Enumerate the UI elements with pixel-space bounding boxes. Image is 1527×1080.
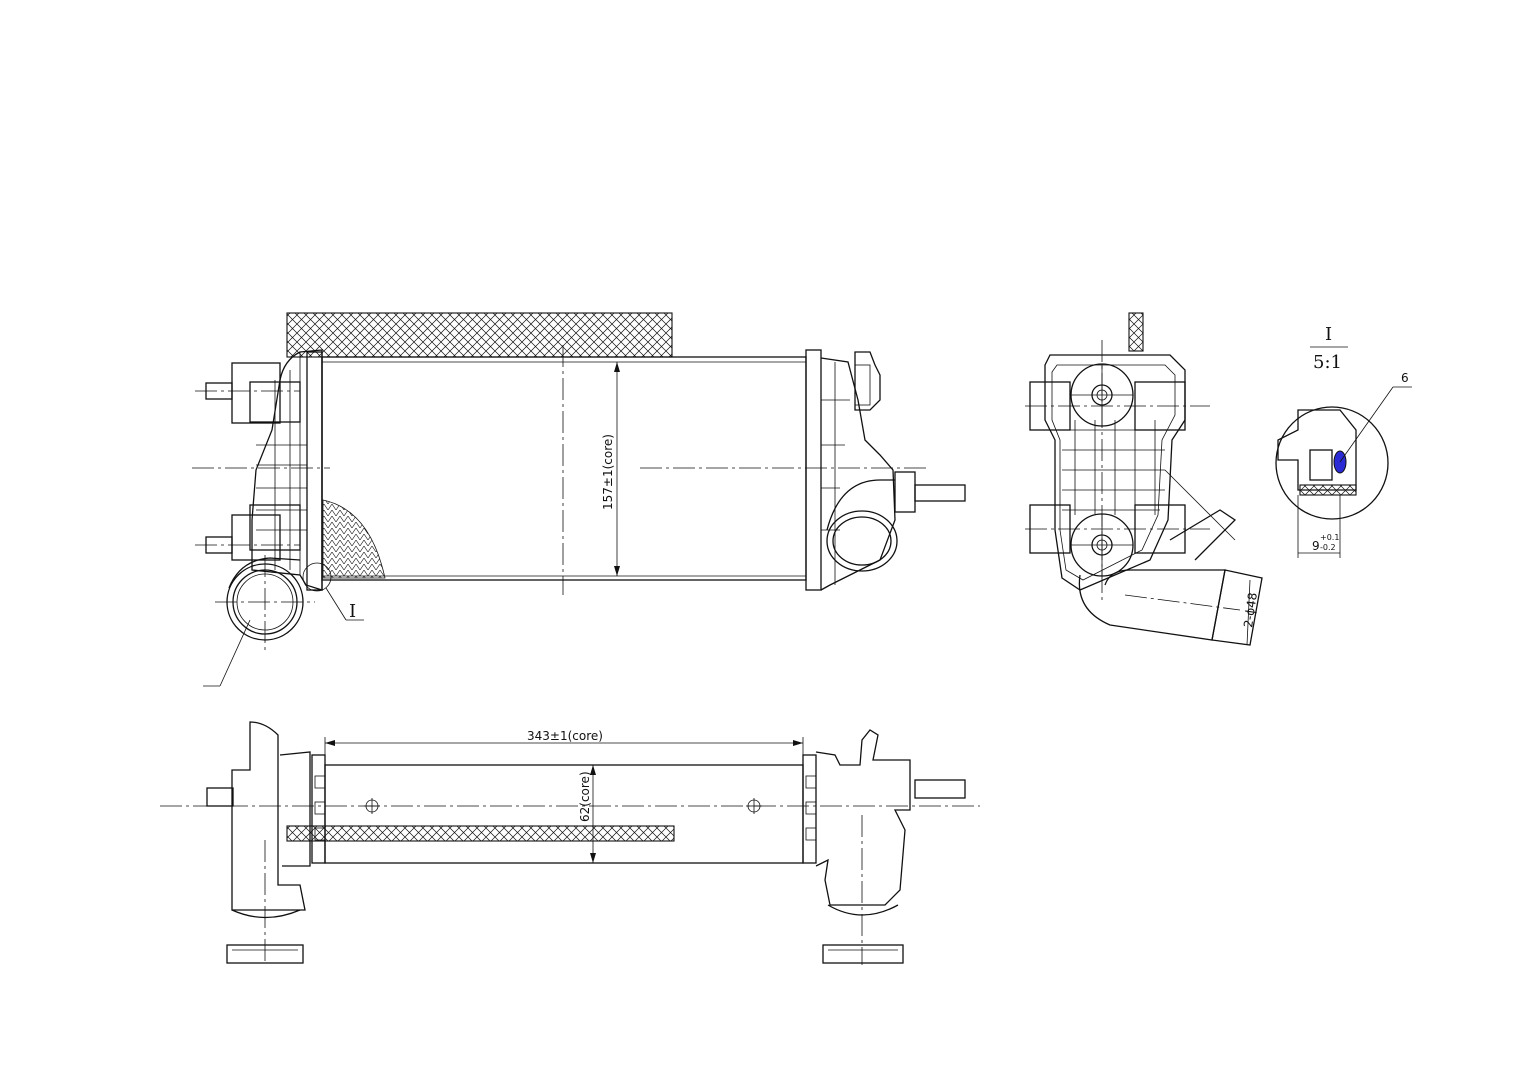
front-core — [321, 356, 807, 581]
front-fin-pattern — [322, 499, 386, 579]
front-right-tank — [820, 357, 896, 591]
bottom-hatched-strip — [286, 825, 675, 842]
detail-view: I 5:1 6 9 +0.1 -0.2 — [1275, 324, 1412, 558]
front-left-tank-ribs — [256, 370, 307, 570]
detail-callout-circle — [302, 562, 332, 592]
front-left-tank — [251, 349, 323, 591]
dim-seal-tol-lower: -0.2 — [1320, 543, 1336, 552]
dim-seal-width: 9 — [1312, 539, 1320, 553]
side-view-body — [1044, 354, 1186, 591]
dim-core-width: 343±1(core) — [527, 729, 603, 743]
dim-pipe-diameter: 2-ϕ48 — [1241, 592, 1260, 629]
item-number-label: 6 — [1401, 371, 1409, 385]
dim-core-height: 157±1(core) — [601, 434, 615, 510]
detail-circle — [1275, 406, 1389, 520]
detail-title: I — [1325, 324, 1332, 345]
detail-ref-label: I — [349, 601, 356, 622]
bottom-core — [324, 764, 804, 864]
detail-scale: 5:1 — [1313, 352, 1342, 373]
front-right-tank-ribs — [821, 399, 850, 531]
dim-seal-tol-upper: +0.1 — [1320, 533, 1339, 542]
front-top-hatched-plate — [286, 312, 673, 358]
side-view: 2-ϕ48 — [1025, 312, 1263, 646]
dim-core-depth: 62(core) — [578, 771, 592, 822]
front-right-pipe — [826, 510, 898, 572]
bottom-view: 343±1(core) 62(core) — [160, 721, 980, 965]
front-view: I 157±1(core) — [192, 312, 966, 687]
side-view-grid — [1062, 420, 1165, 515]
